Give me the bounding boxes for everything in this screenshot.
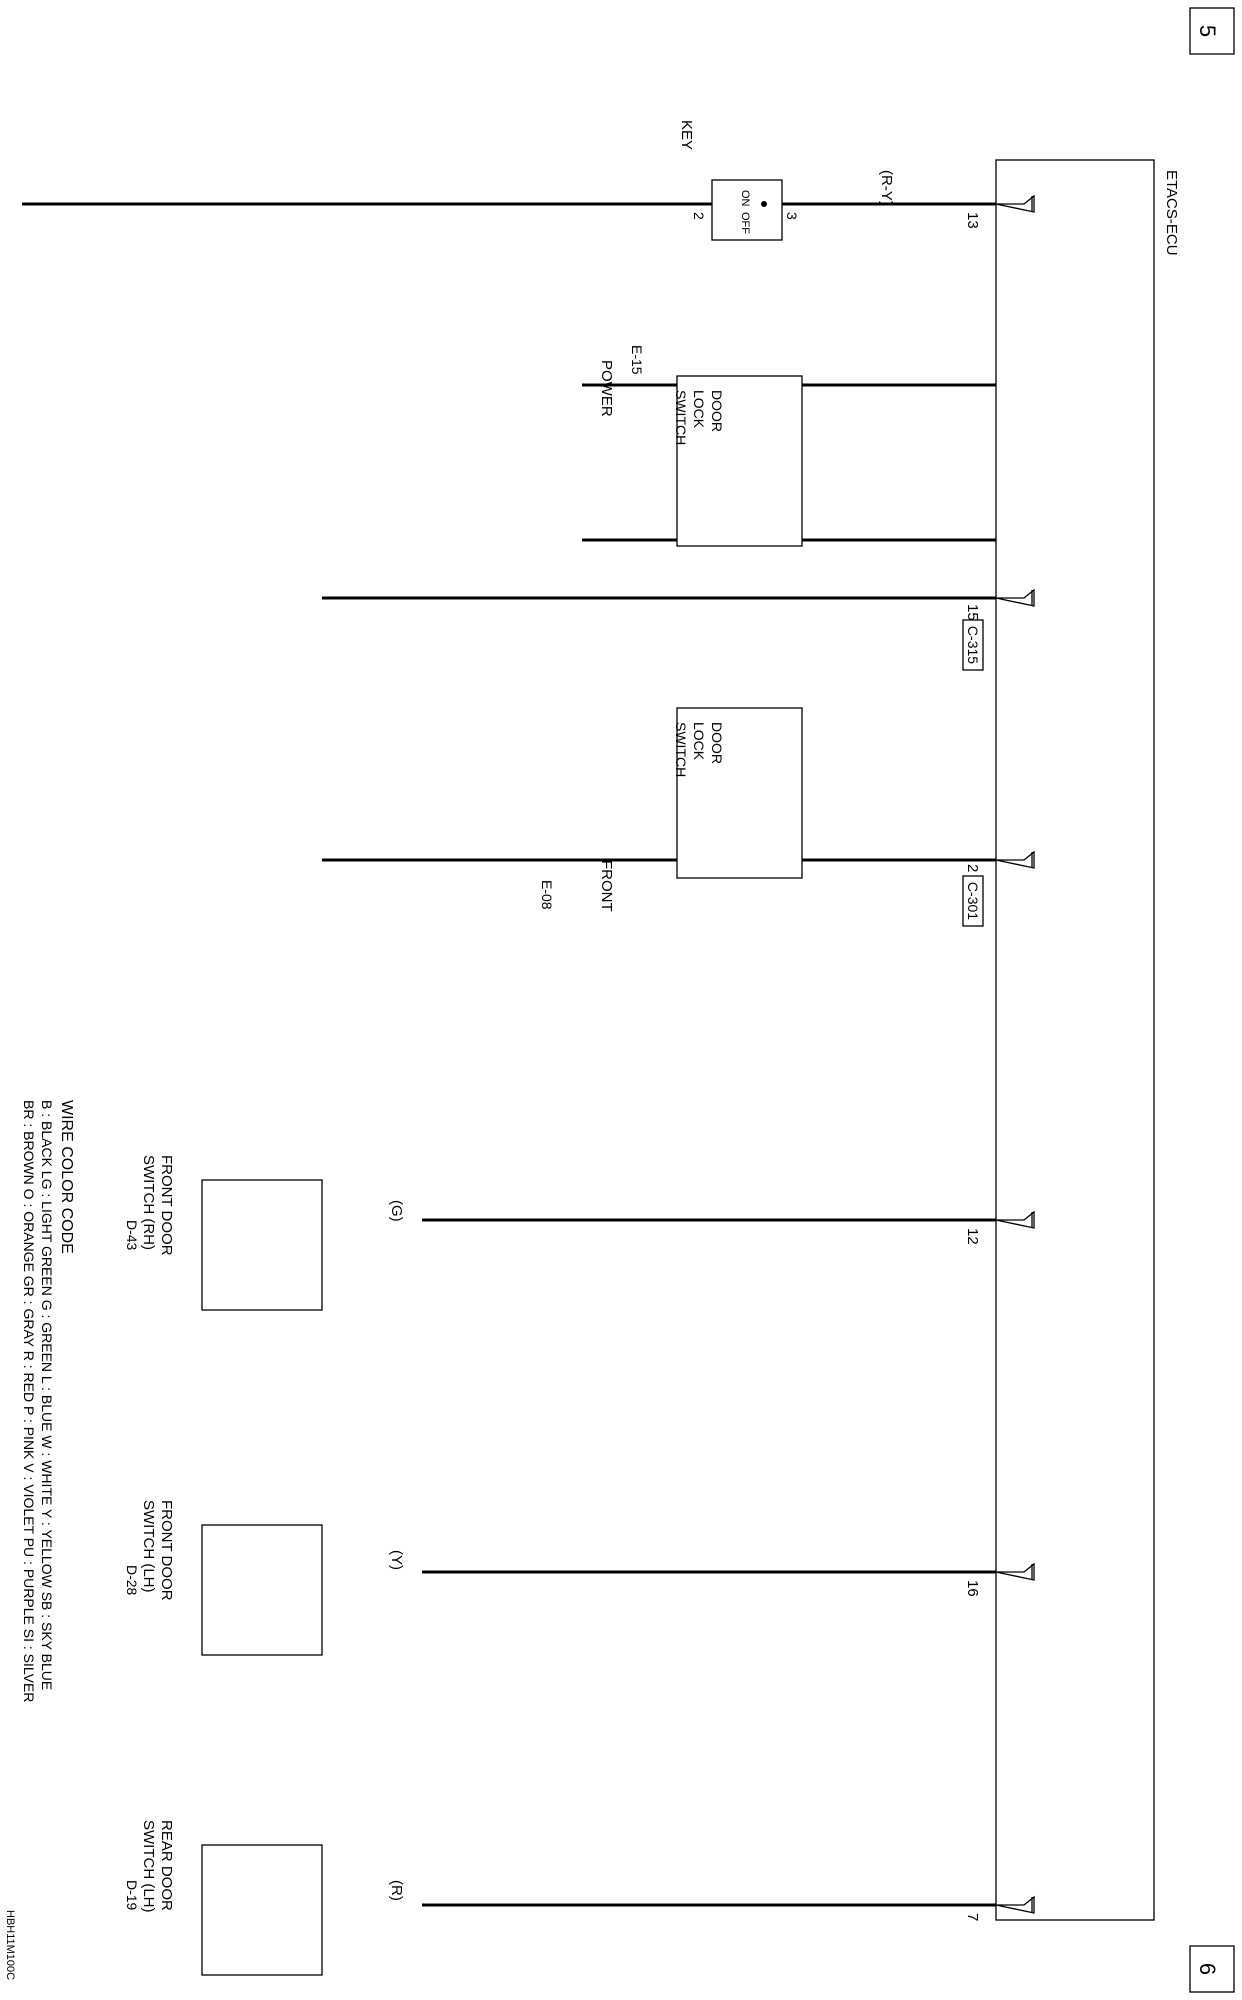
svg-text:LOCK: LOCK	[691, 722, 707, 761]
front-power-window-sub-switch: DOOR LOCK SWITCH FRONT E-08	[539, 707, 803, 912]
svg-text:WIRE COLOR CODE: WIRE COLOR CODE	[58, 1100, 75, 1254]
svg-text:E-08: E-08	[539, 880, 555, 910]
door-switch-front-rh: FRONT DOOR SWITCH (RH) D-43 (G)	[124, 1155, 405, 1311]
key-reminder-switch: ON OFF 3 2 (R-Y) KEY	[678, 120, 895, 241]
ecu-pin-7: 7	[964, 1913, 981, 1921]
svg-text:E-15: E-15	[629, 345, 645, 375]
svg-text:(R-Y): (R-Y)	[878, 170, 895, 206]
svg-text:FRONT DOOR: FRONT DOOR	[158, 1500, 175, 1601]
svg-text:SWITCH (LH): SWITCH (LH)	[140, 1820, 157, 1913]
svg-text:OFF: OFF	[739, 212, 751, 234]
doc-code: HBH11M100C	[4, 1910, 16, 1980]
power-window-main-switch: DOOR LOCK SWITCH POWER E-15	[598, 345, 803, 547]
ecu-pin-2: 2	[964, 864, 981, 872]
page-number-left: 5	[1189, 7, 1235, 55]
svg-text:3: 3	[784, 212, 800, 220]
ecu-pin-15: 15	[964, 604, 981, 621]
svg-text:5: 5	[1195, 25, 1220, 37]
svg-text:REAR DOOR: REAR DOOR	[158, 1820, 175, 1911]
svg-text:BR : BROWN O : ORANGE GR :: BR : BROWN O : ORANGE GR : GRAY R : RED …	[21, 1100, 37, 1702]
ecu-c315-label: C-315	[965, 626, 981, 664]
door-switch-front-lh: FRONT DOOR SWITCH (LH) D-28 (Y)	[124, 1500, 405, 1656]
svg-text:DOOR: DOOR	[709, 722, 725, 764]
svg-text:FRONT DOOR: FRONT DOOR	[158, 1155, 175, 1256]
svg-text:SWITCH: SWITCH	[673, 390, 689, 445]
ecu-pin-12: 12	[964, 1228, 981, 1245]
etacs-ecu: ETACS-ECU	[995, 159, 1180, 1921]
svg-text:(R): (R)	[388, 1880, 405, 1901]
svg-text:B : BLACK LG : LIGHT GREEN: B : BLACK LG : LIGHT GREEN G : GREEN L :…	[39, 1100, 55, 1690]
svg-text:6: 6	[1195, 1963, 1220, 1975]
svg-text:POWER: POWER	[598, 360, 615, 417]
ecu-pin-16: 16	[964, 1580, 981, 1597]
wire-color-code: WIRE COLOR CODE B : BLACK LG : LIGHT GRE…	[21, 1100, 75, 1702]
ecu-pin-13: 13	[964, 212, 981, 229]
svg-text:SWITCH (RH): SWITCH (RH)	[140, 1155, 157, 1250]
svg-text:D-43: D-43	[124, 1220, 140, 1251]
svg-text:D-19: D-19	[124, 1880, 140, 1911]
svg-text:LOCK: LOCK	[691, 390, 707, 429]
svg-text:SWITCH (LH): SWITCH (LH)	[140, 1500, 157, 1593]
svg-text:D-28: D-28	[124, 1565, 140, 1596]
svg-text:ON: ON	[739, 190, 751, 207]
svg-text:(Y): (Y)	[388, 1550, 405, 1570]
svg-text:DOOR: DOOR	[709, 390, 725, 432]
svg-text:(G): (G)	[388, 1200, 405, 1222]
page-number-right: 6	[1189, 1945, 1235, 1993]
ecu-c301-label: C-301	[965, 882, 981, 920]
door-switch-rear-lh: REAR DOOR SWITCH (LH) D-19 (R)	[124, 1820, 405, 1976]
ecu-label: ETACS-ECU	[1163, 170, 1180, 256]
svg-text:KEY: KEY	[678, 120, 695, 150]
svg-text:FRONT: FRONT	[598, 860, 615, 912]
svg-text:SWITCH: SWITCH	[673, 722, 689, 777]
svg-text:2: 2	[691, 212, 707, 220]
